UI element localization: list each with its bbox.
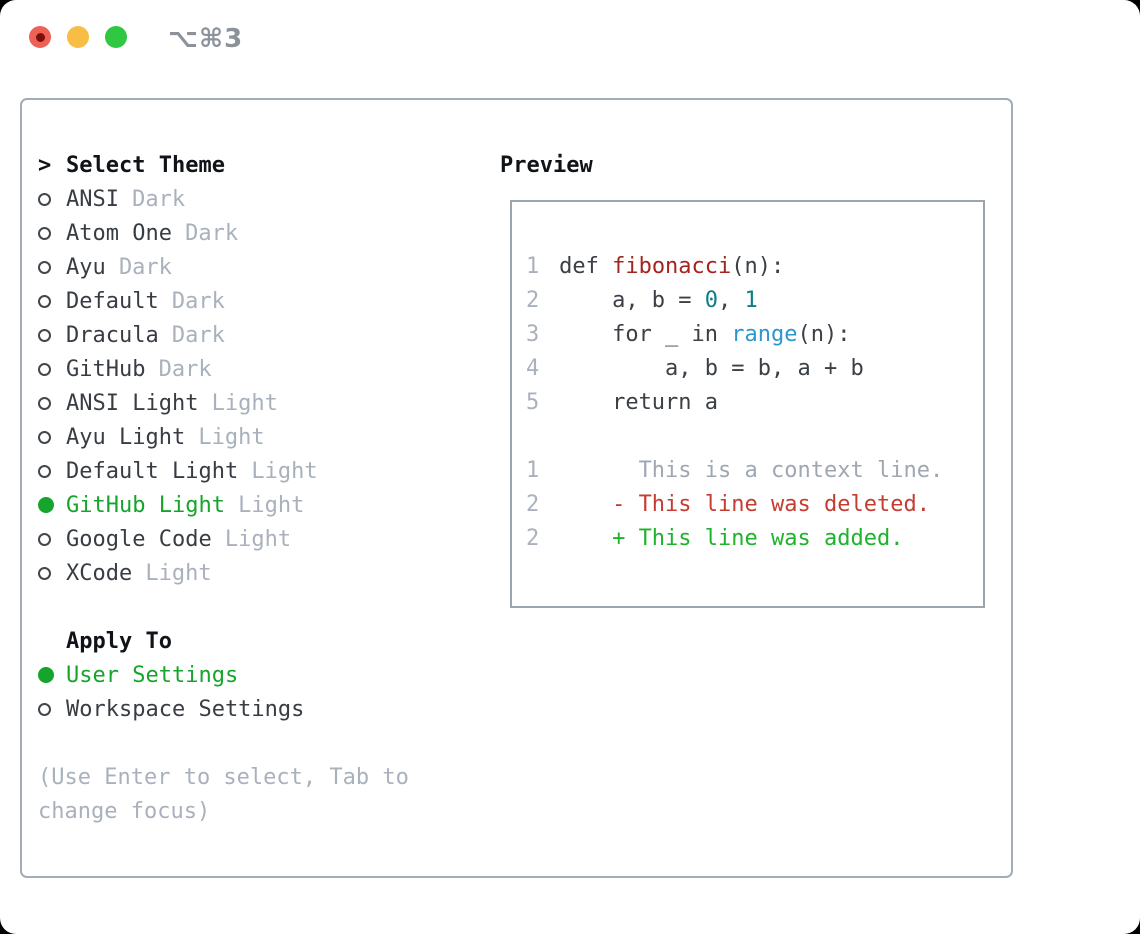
- close-button-dot: [35, 32, 45, 42]
- theme-option[interactable]: Ayu Dark: [38, 250, 409, 284]
- theme-option[interactable]: Google Code Light: [38, 522, 409, 556]
- code-line: 3 for _ in range(n):: [526, 318, 983, 352]
- zoom-button[interactable]: [105, 26, 127, 48]
- prompt-icon: >: [38, 152, 52, 178]
- theme-option[interactable]: Default Light Light: [38, 454, 409, 488]
- radio-unselected-icon: [38, 328, 66, 342]
- radio-unselected-icon: [38, 396, 66, 410]
- theme-option[interactable]: GitHub Dark: [38, 352, 409, 386]
- line-number: 1: [526, 254, 540, 279]
- close-button[interactable]: [29, 26, 51, 48]
- code-line: 2 a, b = 0, 1: [526, 284, 983, 318]
- radio-selected-icon: [38, 497, 66, 513]
- minimize-button[interactable]: [67, 26, 89, 48]
- theme-option[interactable]: Ayu Light Light: [38, 420, 409, 454]
- apply-to-option-selected[interactable]: User Settings: [38, 658, 409, 692]
- diff-deleted-line: 2 - This line was deleted.: [526, 488, 983, 522]
- theme-option[interactable]: ANSI Light Light: [38, 386, 409, 420]
- radio-unselected-icon: [38, 532, 66, 546]
- titlebar: ⌥⌘3: [0, 0, 1140, 74]
- theme-option[interactable]: Default Dark: [38, 284, 409, 318]
- theme-list: > Select Theme ANSI Dark Atom One Dark A…: [38, 148, 409, 828]
- line-number: 1: [526, 458, 540, 483]
- theme-option[interactable]: ANSI Dark: [38, 182, 409, 216]
- help-text-line2: change focus): [38, 798, 211, 824]
- theme-list-title: Select Theme: [66, 152, 225, 178]
- apply-to-option[interactable]: Workspace Settings: [38, 692, 409, 726]
- radio-selected-icon: [38, 667, 66, 683]
- code-line: 5 return a: [526, 386, 983, 420]
- radio-unselected-icon: [38, 702, 66, 716]
- code-line: 4 a, b = b, a + b: [526, 352, 983, 386]
- radio-unselected-icon: [38, 362, 66, 376]
- theme-option-selected[interactable]: GitHub Light Light: [38, 488, 409, 522]
- radio-unselected-icon: [38, 294, 66, 308]
- line-number: 2: [526, 526, 540, 551]
- theme-option[interactable]: Atom One Dark: [38, 216, 409, 250]
- radio-unselected-icon: [38, 192, 66, 206]
- window-title: ⌥⌘3: [168, 24, 244, 54]
- line-number: 2: [526, 288, 540, 313]
- apply-to-header: Apply To: [38, 624, 409, 658]
- line-number: 3: [526, 322, 540, 347]
- apply-to-title: Apply To: [66, 628, 172, 654]
- theme-picker-panel: > Select Theme ANSI Dark Atom One Dark A…: [20, 98, 1013, 878]
- blank-line: [526, 420, 983, 454]
- help-text-line1: (Use Enter to select, Tab to: [38, 764, 409, 790]
- diff-added-line: 2 + This line was added.: [526, 522, 983, 556]
- preview-title: Preview: [500, 152, 593, 178]
- theme-option[interactable]: XCode Light: [38, 556, 409, 590]
- line-number: 5: [526, 390, 540, 415]
- radio-unselected-icon: [38, 430, 66, 444]
- radio-unselected-icon: [38, 226, 66, 240]
- diff-context-line: 1 This is a context line.: [526, 454, 983, 488]
- radio-unselected-icon: [38, 260, 66, 274]
- theme-list-header: > Select Theme: [38, 148, 409, 182]
- line-number: 4: [526, 356, 540, 381]
- radio-unselected-icon: [38, 566, 66, 580]
- theme-option[interactable]: Dracula Dark: [38, 318, 409, 352]
- radio-unselected-icon: [38, 464, 66, 478]
- line-number: 2: [526, 492, 540, 517]
